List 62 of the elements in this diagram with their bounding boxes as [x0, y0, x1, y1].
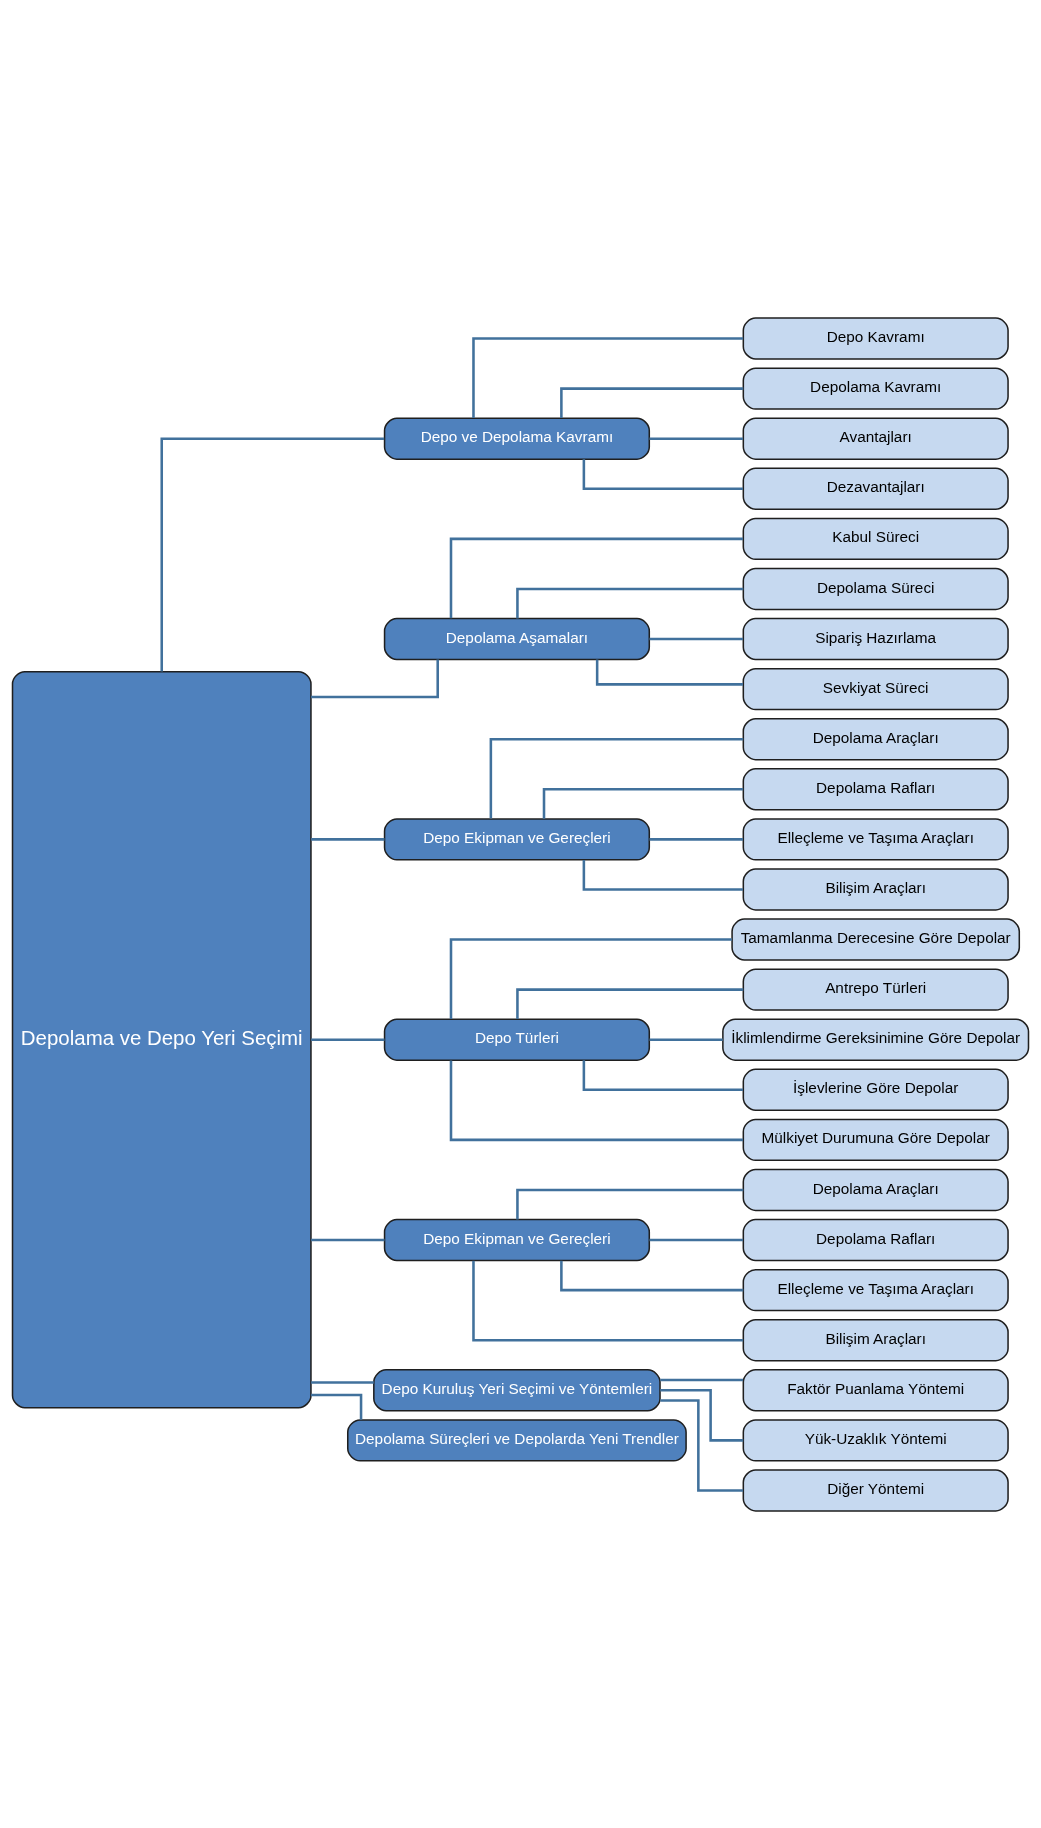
connector: [560, 1260, 744, 1291]
node-box: Avantajları: [742, 417, 1009, 460]
node-box: Yük-Uzaklık Yöntemi: [742, 1418, 1009, 1462]
connector: [649, 837, 744, 841]
node-box: Depolama Aşamaları: [383, 617, 651, 660]
connector: [311, 1380, 374, 1384]
node-box: Depo Ekipman ve Gereçleri: [383, 817, 651, 861]
connector: [449, 1059, 744, 1141]
node-box: İklimlendirme Gereksinimine Göre Depolar: [722, 1018, 1030, 1061]
node-box: Depolama Rafları: [742, 767, 1009, 810]
connector: [542, 787, 744, 819]
node-box: Bilişim Araçları: [742, 867, 1009, 911]
connector: [489, 737, 744, 819]
node-box: Mülkiyet Durumuna Göre Depolar: [742, 1118, 1009, 1161]
node-box: Depolama ve Depo Yeri Seçimi: [11, 670, 312, 1408]
node-box: Depo Türleri: [383, 1018, 651, 1061]
connector: [449, 537, 744, 618]
node-box: Antrepo Türleri: [742, 967, 1009, 1011]
node-box: Faktör Puanlama Yöntemi: [742, 1368, 1009, 1411]
connector: [649, 436, 744, 440]
node-box: Depo ve Depolama Kavramı: [383, 417, 651, 460]
node-box: Depolama Araçları: [742, 717, 1009, 760]
connector: [160, 436, 385, 671]
connector: [311, 837, 385, 841]
connector: [582, 458, 743, 490]
connector: [472, 336, 744, 418]
connector: [582, 1059, 743, 1091]
connector: [311, 659, 439, 698]
connector: [516, 1188, 744, 1219]
connector: [660, 1398, 744, 1492]
node-box: Elleçleme ve Taşıma Araçları: [742, 1268, 1009, 1311]
node-box: Elleçleme ve Taşıma Araçları: [742, 817, 1009, 861]
node-box: Sevkiyat Süreci: [742, 667, 1009, 710]
node-box: Depolama Kavramı: [742, 366, 1009, 410]
node-box: Depolama Rafları: [742, 1218, 1009, 1261]
connector: [449, 937, 732, 1019]
connector: [516, 587, 744, 618]
node-box: Depolama Süreci: [742, 567, 1009, 610]
connector: [660, 1378, 744, 1381]
node-box: Tamamlanma Derecesine Göre Depolar: [731, 917, 1021, 961]
node-box: Diğer Yöntemi: [742, 1468, 1009, 1512]
node-box: Kabul Süreci: [742, 517, 1009, 560]
node-box: Depo Kuruluş Yeri Seçimi ve Yöntemleri: [373, 1368, 661, 1411]
node-box: Depolama Süreçleri ve Depolarda Yeni Trendler: [347, 1418, 687, 1462]
connector: [311, 1238, 385, 1241]
connector: [649, 1238, 744, 1241]
connector: [311, 1393, 363, 1420]
node-box: Bilişim Araçları: [742, 1318, 1009, 1361]
connector: [660, 1388, 744, 1442]
connector: [516, 987, 744, 1019]
node-box: Dezavantajları: [742, 467, 1009, 510]
connector: [560, 386, 744, 418]
node-box: Depo Kavramı: [742, 316, 1009, 360]
connector: [649, 637, 744, 640]
node-box: Sipariş Hazırlama: [742, 617, 1009, 660]
node-box: Depo Ekipman ve Gereçleri: [383, 1218, 651, 1261]
connector: [472, 1260, 744, 1341]
connector: [311, 1037, 385, 1041]
connector: [582, 859, 743, 891]
connector: [649, 1037, 723, 1041]
node-box: Depolama Araçları: [742, 1168, 1009, 1211]
node-box: İşlevlerine Göre Depolar: [742, 1068, 1009, 1111]
